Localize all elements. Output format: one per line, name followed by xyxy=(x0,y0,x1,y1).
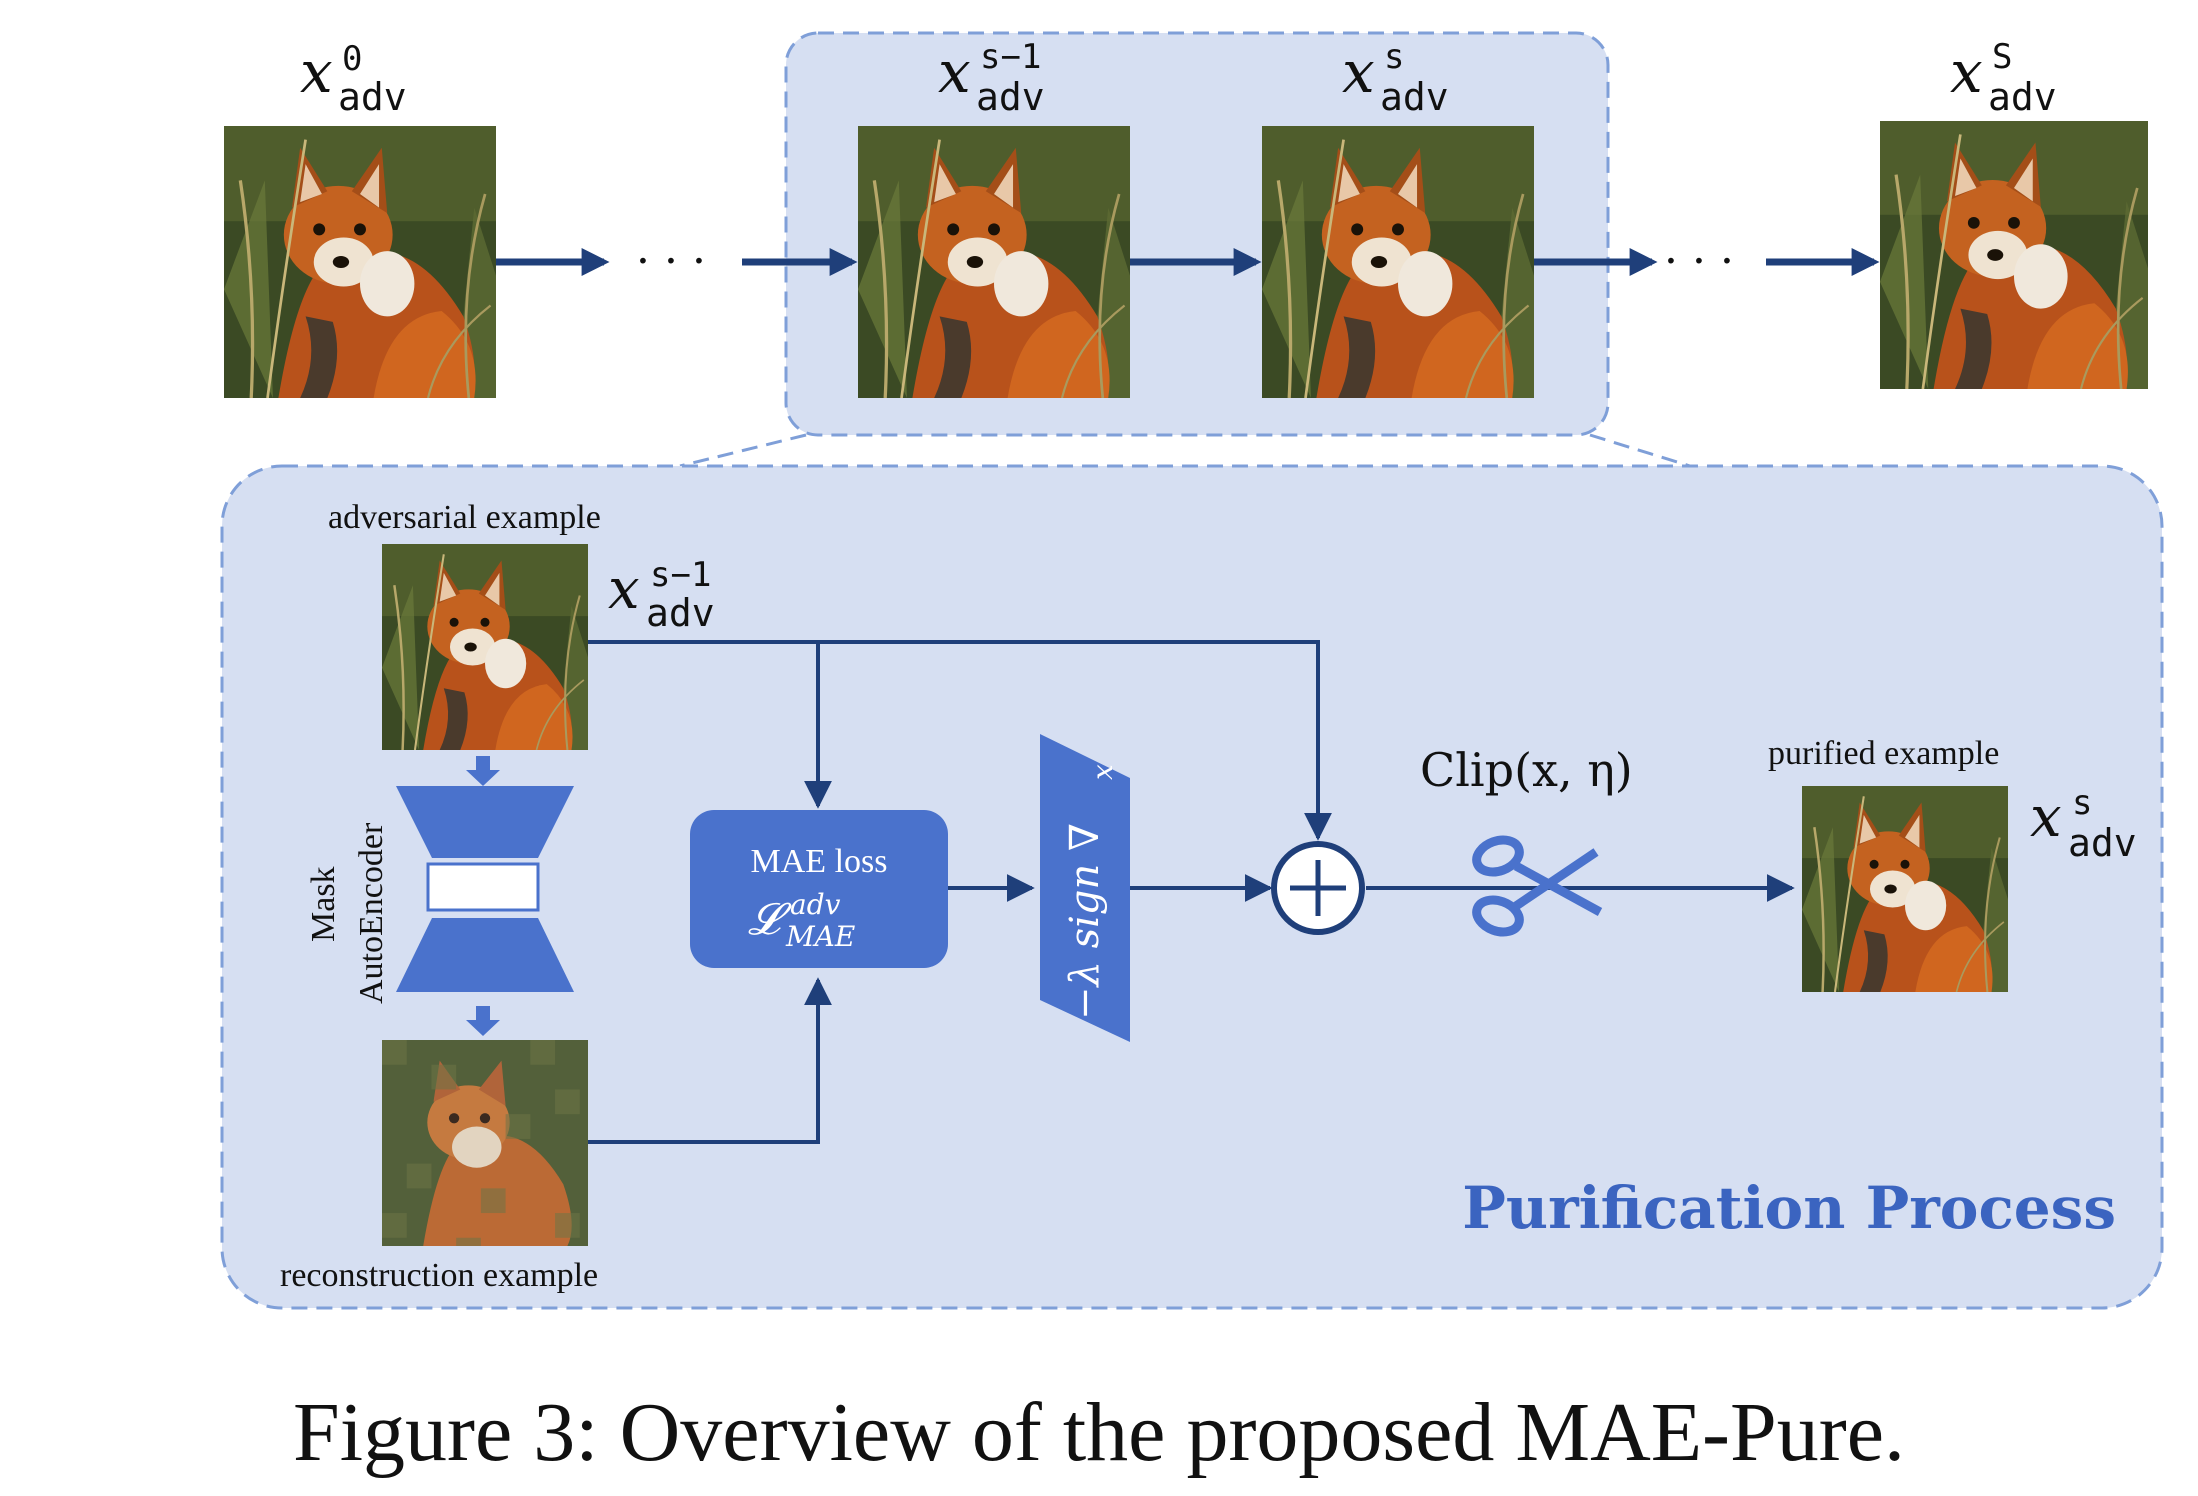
svg-text:adv: adv xyxy=(1380,75,1449,119)
mae-loss-block xyxy=(690,810,948,968)
encoder-shape xyxy=(396,786,574,858)
svg-text:adv: adv xyxy=(646,591,715,635)
svg-text:adv: adv xyxy=(338,75,407,119)
svg-text:0: 0 xyxy=(342,39,362,79)
latent-box xyxy=(426,862,540,912)
svg-text:adv: adv xyxy=(790,888,841,921)
svg-text:s: s xyxy=(2072,783,2092,823)
down-arrow-1 xyxy=(466,756,500,786)
adversarial-example-label: adversarial example xyxy=(328,499,601,536)
fox-image-xS xyxy=(1880,121,2148,389)
zoom-connector-right xyxy=(1589,433,1691,468)
ellipsis-2: · · · xyxy=(1664,236,1734,287)
svg-text:x: x xyxy=(608,557,640,622)
mae-loss-symbol: 𝓛 adv MAE xyxy=(748,888,855,953)
svg-text:s−1: s−1 xyxy=(650,555,711,595)
svg-text:Mask: Mask xyxy=(305,866,342,942)
svg-text:x: x xyxy=(1342,38,1375,106)
mae-loss-title: MAE loss xyxy=(751,843,888,880)
sign-gradient-text: −λ sign ∇ x xyxy=(1062,764,1119,1020)
label-xs: x s adv xyxy=(1342,37,1449,119)
svg-text:MAE: MAE xyxy=(785,920,855,953)
svg-text:adv: adv xyxy=(976,75,1045,119)
fox-image-xs-1 xyxy=(858,126,1130,398)
label-xs-1: x s−1 adv xyxy=(938,37,1045,119)
purification-process-title: Purification Process xyxy=(1462,1174,2116,1242)
figure-caption: Figure 3: Overview of the proposed MAE-P… xyxy=(293,1386,1905,1479)
zoom-connector-left xyxy=(679,433,807,468)
plus-operator xyxy=(1271,841,1365,935)
svg-text:S: S xyxy=(1992,37,2012,77)
label-xS: x S adv xyxy=(1950,37,2057,119)
svg-text:adv: adv xyxy=(1988,75,2057,119)
svg-text:x: x xyxy=(300,38,333,106)
decoder-shape xyxy=(396,918,574,992)
svg-text:−λ sign ∇: −λ sign ∇ xyxy=(1062,823,1108,1020)
reconstruction-image xyxy=(382,1040,588,1246)
fox-image-xs xyxy=(1262,126,1534,398)
purified-image xyxy=(1802,786,2008,992)
svg-text:s: s xyxy=(1384,37,1404,77)
line-to-plus xyxy=(818,640,1332,841)
svg-text:AutoEncoder: AutoEncoder xyxy=(353,822,390,1004)
mae-vertical-label: Mask AutoEncoder xyxy=(305,822,390,1004)
reconstruction-example-label: reconstruction example xyxy=(280,1257,598,1294)
down-arrow-2 xyxy=(466,1006,500,1036)
svg-text:x: x xyxy=(2030,785,2062,850)
svg-text:adv: adv xyxy=(2068,821,2137,865)
ellipsis-1: · · · xyxy=(636,236,706,287)
svg-text:s−1: s−1 xyxy=(980,37,1041,77)
purified-example-label: purified example xyxy=(1768,735,1999,772)
clip-label: Clip(x, η) xyxy=(1420,743,1633,797)
adversarial-image xyxy=(382,544,588,750)
input-var-label: x s−1 adv xyxy=(608,555,715,635)
scissors-icon xyxy=(1472,835,1603,937)
label-x0: x 0 adv xyxy=(300,38,407,119)
svg-text:x: x xyxy=(1086,764,1119,780)
sign-gradient-block xyxy=(1040,734,1130,1042)
output-var-label: x s adv xyxy=(2030,783,2137,865)
svg-text:x: x xyxy=(1950,38,1983,106)
svg-text:x: x xyxy=(938,38,971,106)
fox-image-x0 xyxy=(224,126,496,398)
line-to-loss-bottom xyxy=(588,977,832,1144)
